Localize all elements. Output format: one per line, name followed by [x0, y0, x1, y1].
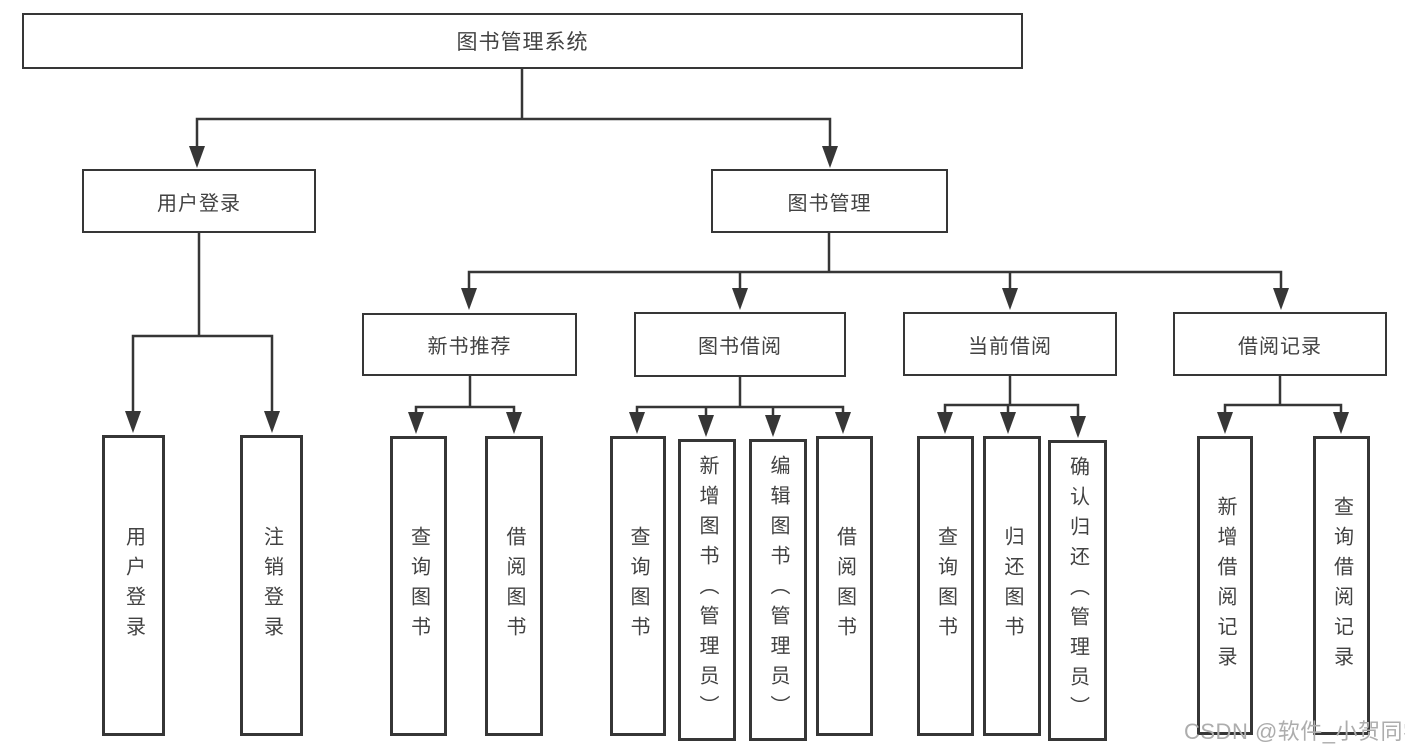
- node-borrow-records: 借阅记录: [1173, 312, 1387, 376]
- node-label: 注销登录: [260, 525, 283, 646]
- arrow-to-leaf-queryrecord: [1333, 412, 1349, 434]
- node-label: 图书借阅: [698, 336, 782, 358]
- node-label: 用户登录: [157, 192, 241, 215]
- node-label: 图书管理系统: [456, 31, 589, 54]
- node-label: 借阅记录: [1238, 335, 1322, 358]
- node-leaf-confirm-return-admin: 确认归还（管理员）: [1048, 440, 1107, 741]
- csdn-watermark: CSDN @软件_小贺同学: [1184, 719, 1405, 744]
- wire-bookmgmt-branch: [467, 270, 1283, 290]
- node-leaf-user-login: 用户登录: [102, 435, 165, 736]
- node-label: 图书管理: [787, 192, 872, 215]
- arrow-to-leaf-query3: [937, 412, 953, 434]
- node-label: 用户登录: [122, 525, 145, 646]
- arrow-to-leaf-query1: [408, 412, 424, 434]
- arrow-to-leaf-confirm: [1070, 416, 1086, 438]
- arrow-to-leaf-borrow2: [835, 412, 851, 434]
- arrow-to-newbooks: [461, 288, 477, 310]
- wire-current-branch: [943, 403, 1080, 416]
- node-leaf-add-borrow-record: 新增借阅记录: [1197, 436, 1253, 735]
- node-leaf-query-borrow-record: 查询借阅记录: [1313, 436, 1370, 735]
- node-label: 确认归还（管理员）: [1066, 455, 1089, 726]
- node-label: 查询借阅记录: [1330, 495, 1353, 676]
- node-leaf-query-books-current: 查询图书: [917, 436, 974, 736]
- arrow-to-borrowing: [732, 288, 748, 310]
- arrow-to-leaf-return: [1000, 412, 1016, 434]
- node-leaf-borrow-books-newbooks: 借阅图书: [485, 436, 543, 736]
- arrow-to-book-mgmt: [822, 146, 838, 168]
- node-leaf-add-book-admin: 新增图书（管理员）: [678, 439, 736, 741]
- arrow-to-leaf-addrecord: [1217, 412, 1233, 434]
- node-label: 归还图书: [1001, 526, 1023, 646]
- node-library-management-system: 图书管理系统: [22, 13, 1023, 69]
- arrow-to-leaf-userlogin: [125, 411, 141, 433]
- wire-root-branch: [195, 117, 832, 147]
- node-leaf-logout: 注销登录: [240, 435, 303, 736]
- wire-records-branch: [1223, 403, 1343, 413]
- node-user-login: 用户登录: [82, 169, 316, 233]
- node-label: 查询图书: [934, 526, 957, 646]
- node-leaf-edit-book-admin: 编辑图书（管理员）: [749, 439, 807, 741]
- arrow-to-leaf-borrow1: [506, 412, 522, 434]
- node-new-book-recommend: 新书推荐: [362, 313, 577, 376]
- node-leaf-query-books-borrowing: 查询图书: [610, 436, 666, 736]
- node-label: 查询图书: [407, 526, 430, 646]
- arrow-to-records: [1273, 288, 1289, 310]
- arrow-to-leaf-query2: [629, 412, 645, 434]
- node-leaf-borrow-books-borrowing: 借阅图书: [816, 436, 873, 736]
- node-label: 新增借阅记录: [1214, 495, 1236, 676]
- arrow-to-leaf-addbook: [698, 415, 714, 437]
- node-label: 借阅图书: [833, 526, 856, 646]
- node-book-management: 图书管理: [711, 169, 948, 233]
- wire-newbooks-branch: [414, 405, 516, 414]
- node-label: 当前借阅: [968, 335, 1052, 358]
- node-leaf-query-books-newbooks: 查询图书: [390, 436, 447, 736]
- arrow-to-user-login: [189, 146, 205, 168]
- arrow-to-leaf-logout: [264, 411, 280, 433]
- node-book-borrowing: 图书借阅: [634, 312, 846, 377]
- node-label: 新增图书（管理员）: [696, 455, 718, 725]
- node-label: 新书推荐: [427, 336, 512, 358]
- node-label: 查询图书: [627, 526, 649, 646]
- node-label: 借阅图书: [503, 526, 525, 646]
- node-leaf-return-books: 归还图书: [983, 436, 1041, 736]
- node-label: 编辑图书（管理员）: [767, 455, 789, 725]
- arrow-to-leaf-editbook: [765, 415, 781, 437]
- wire-userlogin-branch: [131, 334, 274, 413]
- arrow-to-current: [1002, 288, 1018, 310]
- wire-borrowing-branch: [635, 405, 845, 415]
- node-current-borrowing: 当前借阅: [903, 312, 1117, 376]
